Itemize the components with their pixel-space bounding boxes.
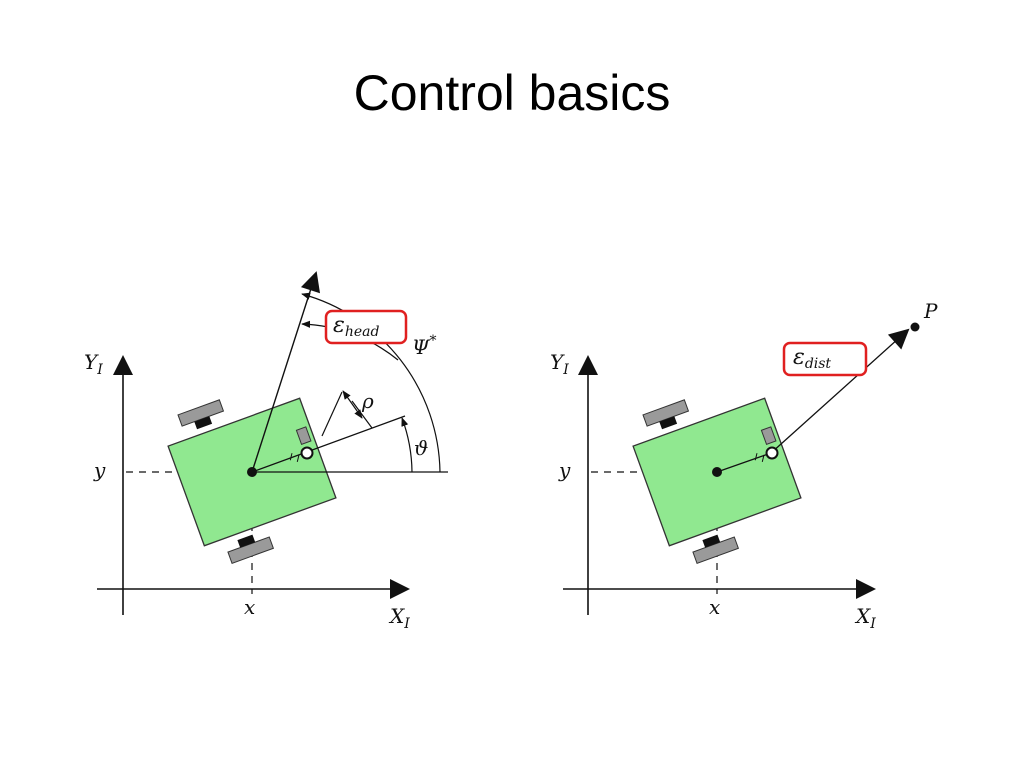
right-error-dist-box xyxy=(782,341,868,377)
left-y-axis-label: YI xyxy=(84,350,103,378)
right-robot-center xyxy=(712,467,722,477)
right-diagram: XI YI x y P εdist xyxy=(550,299,938,632)
right-x-axis-label: XI xyxy=(854,604,876,632)
left-rho-arrow xyxy=(342,390,363,419)
right-wheel-bottom-axle xyxy=(702,534,721,548)
left-theta-arc xyxy=(401,417,413,473)
left-wheel-top-axle xyxy=(194,416,213,430)
right-sensor-point xyxy=(765,446,779,460)
right-y-coord-label: y xyxy=(558,458,571,482)
slide-title: Control basics xyxy=(353,65,671,121)
right-x-coord-label: x xyxy=(709,595,720,619)
left-rho-line xyxy=(251,415,406,473)
right-center-to-sensor xyxy=(716,452,772,473)
right-error-dist-label: εdist xyxy=(793,345,831,372)
left-psi-label: Ψ* xyxy=(412,333,437,359)
left-rho-label: ρ xyxy=(361,389,374,413)
right-wheel-top-axle xyxy=(659,416,678,430)
left-target-line xyxy=(251,271,321,473)
right-y-axis-label: YI xyxy=(550,350,569,378)
right-target-point xyxy=(910,322,920,332)
left-x-coord-label: x xyxy=(244,595,255,619)
left-sensor-point xyxy=(300,446,314,460)
left-psi-arc xyxy=(301,292,441,473)
left-caster xyxy=(295,426,312,446)
left-error-head-box xyxy=(324,309,408,345)
right-caster xyxy=(760,426,777,446)
left-theta-label: ϑ xyxy=(414,436,428,460)
right-target-label: P xyxy=(923,299,938,323)
left-wheel-bottom-axle xyxy=(237,534,256,548)
left-y-coord-label: y xyxy=(93,458,106,482)
left-robot-center xyxy=(247,467,257,477)
left-diagram: XI YI x y ρ ϑ xyxy=(84,271,448,632)
left-x-axis-label: XI xyxy=(388,604,410,632)
left-error-head-label: εhead xyxy=(333,313,379,340)
right-distance-line xyxy=(770,328,910,454)
